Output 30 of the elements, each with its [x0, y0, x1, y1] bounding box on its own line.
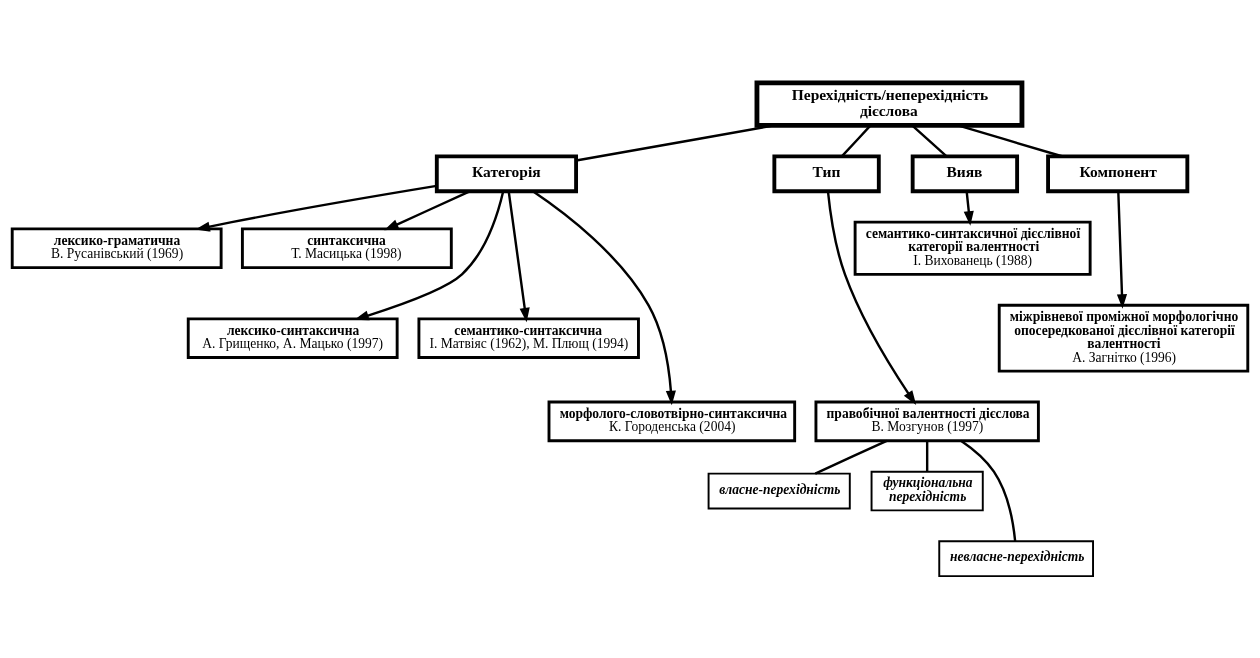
node-box: лексико-граматична В. Русанівський (1969): [10, 226, 223, 269]
node-box: Вияв: [910, 153, 1020, 193]
connector: [814, 439, 888, 475]
connector: [576, 123, 775, 162]
arrow: [507, 190, 530, 322]
connector: [925, 440, 929, 472]
arrow: [195, 184, 437, 232]
node-box: Тип: [772, 153, 881, 193]
connector: [957, 123, 1063, 157]
node-box: лексико-синтаксична А. Грищенко, А. Мацько (1997): [186, 316, 399, 359]
connector: [911, 124, 948, 157]
node-box: Перехідність/неперехідність дієслова: [754, 79, 1025, 128]
node-box: власне-перехідність: [707, 472, 851, 509]
arrow: [354, 190, 505, 320]
node-box: функціональна перехідність: [870, 470, 984, 511]
arrow: [1116, 190, 1128, 309]
node-box: міжрівневої проміжної морфологічно опосередкованої дієслівної категорії валентності А. Загнітко (1996): [997, 303, 1250, 373]
node-box: Категорія: [434, 153, 578, 193]
node-box: синтаксична Т. Масицька (1998): [240, 226, 453, 269]
node-box: Компонент: [1046, 153, 1190, 193]
arrow: [384, 189, 471, 230]
connector: [960, 439, 1017, 541]
connector: [841, 124, 872, 157]
arrow: [963, 190, 974, 226]
node-box: невласне-перехідність: [938, 539, 1094, 577]
node-box: правобічної валентності дієслова В. Мозгунов (1997): [814, 400, 1040, 442]
node-box: морфолого-словотвірно-синтаксична К. Городенська (2004): [547, 400, 797, 442]
node-box: семантико-синтаксичної дієслівної категорії валентності І. Вихованець (1988): [853, 220, 1092, 276]
arrow: [826, 190, 917, 405]
node-box: семантико-синтаксична І. Матвіяс (1962), М. Плющ (1994): [417, 316, 640, 359]
